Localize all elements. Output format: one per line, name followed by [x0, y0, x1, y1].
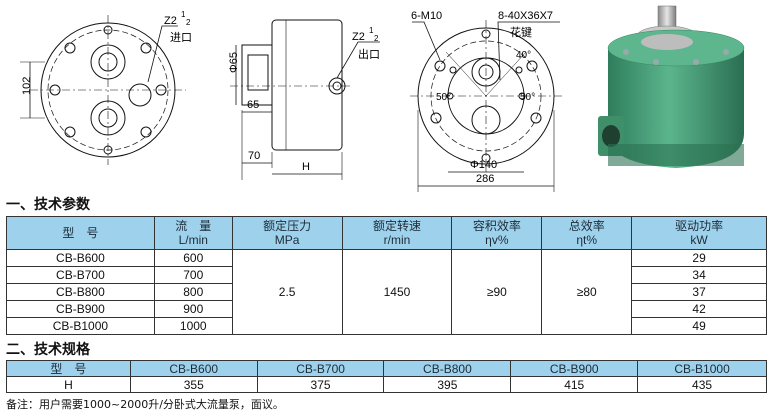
cell-vol-eff: ≥90	[451, 249, 543, 335]
table-row: CB-B600 600 2.5 1450 ≥90 ≥80 29	[6, 249, 767, 335]
shaft-angle-40: 40°	[516, 50, 531, 61]
front-dim-102: 102	[21, 77, 33, 95]
specs-header-cb-b800: CB-B800	[383, 360, 512, 377]
side-outlet-frac-num: 1	[369, 26, 374, 35]
cell-power: 37	[631, 283, 767, 301]
cell-model: CB-B800	[6, 283, 155, 301]
specs-header-model: 型 号	[6, 360, 131, 377]
specs-header-cb-b700: CB-B700	[256, 360, 385, 377]
cell-power: 29	[631, 249, 767, 267]
specs-h-cb-b900: 415	[510, 376, 639, 393]
shaft-bolt-label: 6-M10	[411, 10, 442, 22]
shaft-dim-phi140: Φ140	[470, 159, 497, 171]
side-outlet-label: 出口	[358, 47, 380, 61]
cell-flow: 800	[153, 283, 233, 301]
specs-h-cb-b1000: 435	[637, 376, 767, 393]
cell-pressure: 2.5	[231, 249, 343, 335]
front-inlet-frac-num: 1	[181, 10, 186, 19]
pump-photo	[598, 5, 745, 168]
cell-model: CB-B700	[6, 266, 155, 284]
front-view-drawing	[20, 15, 186, 165]
side-dim-70: 70	[248, 150, 260, 162]
shaft-spline-label: 8-40X36X7	[498, 10, 553, 22]
table-row: CB-B900 900 42	[6, 300, 767, 318]
shaft-spline-note: 花键	[510, 25, 532, 39]
cell-power: 42	[631, 300, 767, 318]
cell-model: CB-B900	[6, 300, 155, 318]
side-dim-65: 65	[247, 99, 259, 111]
specs-header-cb-b600: CB-B600	[129, 360, 258, 377]
specs-header-cb-b900: CB-B900	[510, 360, 639, 377]
front-inlet-label: 进口	[170, 31, 192, 44]
footnote: 备注：用户需要1000~2000升/分卧式大流量泵，面议。	[6, 398, 284, 411]
side-outlet-thread: Z2	[352, 31, 365, 43]
section1-title: 一、技术参数	[6, 197, 90, 213]
cell-flow: 700	[153, 266, 233, 284]
header-model: 型 号	[6, 216, 155, 250]
table-row: H 355 375 395 415 435	[6, 376, 767, 393]
cell-speed: 1450	[341, 249, 453, 335]
specs-row-label: H	[6, 376, 131, 393]
side-outlet-frac-den: 2	[374, 34, 379, 43]
technical-drawings: 102 Z2 1 2 进口 Φ65 65 70 H Z2 1 2 出口	[20, 10, 562, 192]
specs-h-cb-b600: 355	[129, 376, 258, 393]
cell-total-eff: ≥80	[541, 249, 633, 335]
table-row: CB-B700 700 34	[6, 266, 767, 284]
front-inlet-thread: Z2	[164, 15, 177, 27]
side-dim-h: H	[302, 161, 310, 173]
cell-flow: 1000	[153, 317, 233, 335]
cell-power: 49	[631, 317, 767, 335]
front-inlet-frac-den: 2	[186, 18, 191, 27]
tech-specs-header-row: 型 号 CB-B600 CB-B700 CB-B800 CB-B900 CB-B…	[6, 360, 767, 377]
specs-h-cb-b800: 395	[383, 376, 512, 393]
cell-flow: 600	[153, 249, 233, 267]
shaft-end-drawing	[410, 20, 562, 192]
table-row: CB-B1000 1000 49	[6, 317, 767, 335]
shaft-dim-286: 286	[476, 173, 494, 185]
cell-model: CB-B600	[6, 249, 155, 267]
cell-flow: 900	[153, 300, 233, 318]
side-view-drawing	[230, 19, 380, 180]
shaft-angle-50-left: 50°	[436, 92, 451, 103]
section2-title: 二、技术规格	[6, 342, 90, 358]
specs-header-cb-b1000: CB-B1000	[637, 360, 767, 377]
side-dim-phi65: Φ65	[228, 52, 240, 73]
cell-model: CB-B1000	[6, 317, 155, 335]
shaft-angle-50-right: 50°	[520, 92, 535, 103]
tech-specs-table: 型 号 CB-B600 CB-B700 CB-B800 CB-B900 CB-B…	[6, 360, 767, 393]
table-row: CB-B800 800 37	[6, 283, 767, 301]
cell-power: 34	[631, 266, 767, 284]
specs-h-cb-b700: 375	[256, 376, 385, 393]
